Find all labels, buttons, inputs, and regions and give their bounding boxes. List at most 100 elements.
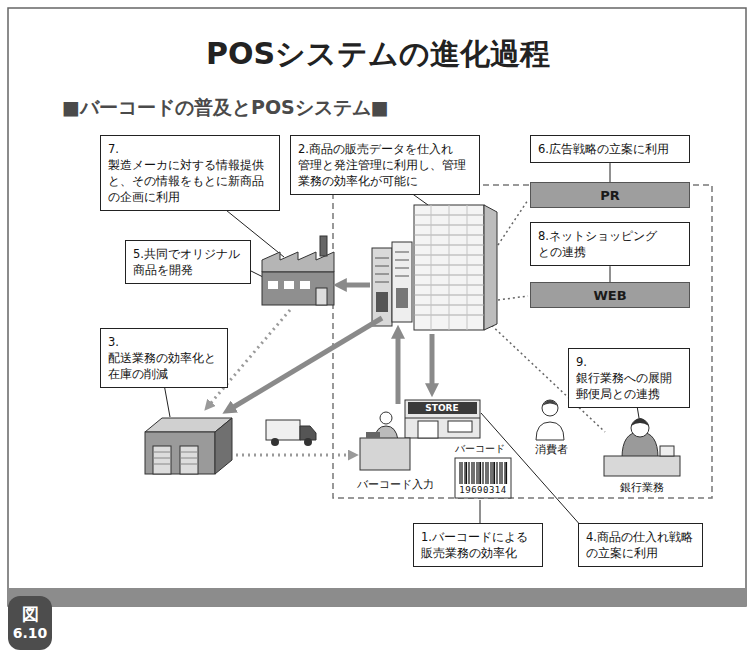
warehouse [153, 452, 198, 464]
consumer [542, 400, 558, 406]
delivery-flow-arrow [236, 454, 350, 457]
barcode [455, 458, 511, 498]
category-box: PR [530, 182, 690, 208]
figure-number: 図 [22, 605, 39, 625]
page-frame [8, 8, 746, 606]
store [405, 400, 480, 438]
warehouse [180, 446, 198, 474]
delivery-truck [271, 438, 279, 446]
callout-box: 8.ネットショッピング との連携 [530, 222, 690, 266]
bank-clerk [660, 446, 674, 456]
factory [262, 236, 334, 305]
barcode [455, 458, 511, 498]
figure-number: 6.10 [13, 625, 48, 641]
store [405, 400, 480, 438]
callout-box: 2.商品の販売データを仕入れ 管理と発注管理に利用し、管理 業務の効率化が可能に [290, 135, 480, 195]
leader-line [610, 266, 611, 282]
caption-label: バーコード [455, 443, 505, 455]
store [408, 402, 477, 414]
page-frame [8, 588, 746, 606]
system-boundary [333, 185, 712, 498]
store-clerk [360, 412, 410, 470]
store-clerk [380, 412, 392, 424]
diagram-title: POSシステムの進化過程 [0, 34, 756, 75]
data-flow-arrow [232, 285, 432, 408]
system-boundary [333, 185, 712, 498]
category-box: WEB [530, 282, 690, 308]
callout-text: 7.製造メーカに対する情報提供 と、その情報をもとに新商品 の企画に利用 [108, 141, 272, 205]
factory [262, 272, 334, 305]
consumer [536, 400, 564, 440]
factory [320, 236, 327, 256]
warehouse [145, 432, 215, 474]
dotted-link [498, 296, 528, 300]
store [448, 421, 472, 432]
caption-label: バーコード入力 [357, 478, 434, 492]
callout-text: 1.バーコードによる 販売業務の効率化 [421, 529, 535, 561]
callout-text: 3.配送業務の効率化と 在庫の削減 [108, 334, 220, 382]
warehouse [153, 446, 171, 474]
delivery-truck [300, 426, 316, 440]
category-label: WEB [593, 288, 626, 303]
delivery-truck [266, 420, 300, 440]
server-rack [375, 252, 409, 282]
data-flow-arrow [232, 318, 382, 408]
delivery-truck [266, 420, 316, 446]
data-flow-arrow [430, 334, 435, 386]
factory [284, 281, 294, 289]
caption-label: 消費者 [535, 443, 568, 457]
data-flow-arrow [396, 336, 401, 404]
callout-text: 4.商品の仕入れ戦略 の立案に利用 [586, 529, 695, 561]
section-heading: ■バーコードの普及とPOSシステム■ [62, 95, 389, 121]
callout-text: 6.広告戦略の立案に利用 [538, 141, 682, 157]
callout-box: 9.銀行業務への展開 郵便局との連携 [568, 348, 690, 408]
caption-label: 銀行業務 [620, 481, 664, 495]
figure-number-badge: 図6.10 [8, 596, 52, 650]
callout-text: 9.銀行業務への展開 郵便局との連携 [576, 354, 682, 402]
consumer [536, 422, 564, 440]
factory [268, 281, 278, 289]
store-sign: STORE [425, 402, 458, 414]
office-building [431, 205, 467, 330]
page-frame [8, 8, 746, 606]
server-rack [372, 248, 392, 326]
server-rack [372, 242, 412, 326]
store [405, 418, 480, 419]
server-rack [396, 288, 408, 308]
warehouse [215, 418, 232, 474]
factory [316, 288, 327, 305]
bank-clerk [604, 456, 680, 476]
callout-box: 3.配送業務の効率化と 在庫の削減 [100, 328, 228, 388]
delivery-truck [304, 438, 312, 446]
bank-clerk [604, 418, 680, 476]
server-rack [376, 292, 388, 312]
server-rack [392, 242, 412, 322]
leader-line [610, 163, 611, 182]
category-label: PR [600, 188, 620, 203]
consumer [542, 400, 558, 416]
callout-text: 8.ネットショッピング との連携 [538, 228, 682, 260]
delivery-flow-arrow [210, 310, 350, 455]
bank-clerk [631, 418, 649, 426]
warehouse [145, 418, 232, 474]
callout-text: 2.商品の販売データを仕入れ 管理と発注管理に利用し、管理 業務の効率化が可能に [298, 141, 472, 189]
store [418, 421, 438, 438]
callout-box: 7.製造メーカに対する情報提供 と、その情報をもとに新商品 の企画に利用 [100, 135, 280, 211]
barcode-number: 19690314 [459, 485, 506, 495]
data-flow-arrow [344, 283, 370, 288]
office-building [484, 205, 497, 330]
office-building [414, 205, 484, 330]
callout-box: 1.バーコードによる 販売業務の効率化 [413, 523, 543, 567]
office-building [414, 205, 497, 330]
store-clerk [360, 438, 410, 470]
store-clerk [366, 432, 380, 438]
factory [300, 281, 310, 289]
dotted-link [498, 200, 528, 245]
callout-text: 5.共同でオリジナル 商品を開発 [133, 246, 243, 278]
callout-box: 4.商品の仕入れ戦略 の立案に利用 [578, 523, 703, 567]
callout-box: 6.広告戦略の立案に利用 [530, 135, 690, 163]
callout-box: 5.共同でオリジナル 商品を開発 [125, 240, 251, 284]
barcode [460, 462, 507, 484]
bank-clerk [631, 419, 649, 437]
